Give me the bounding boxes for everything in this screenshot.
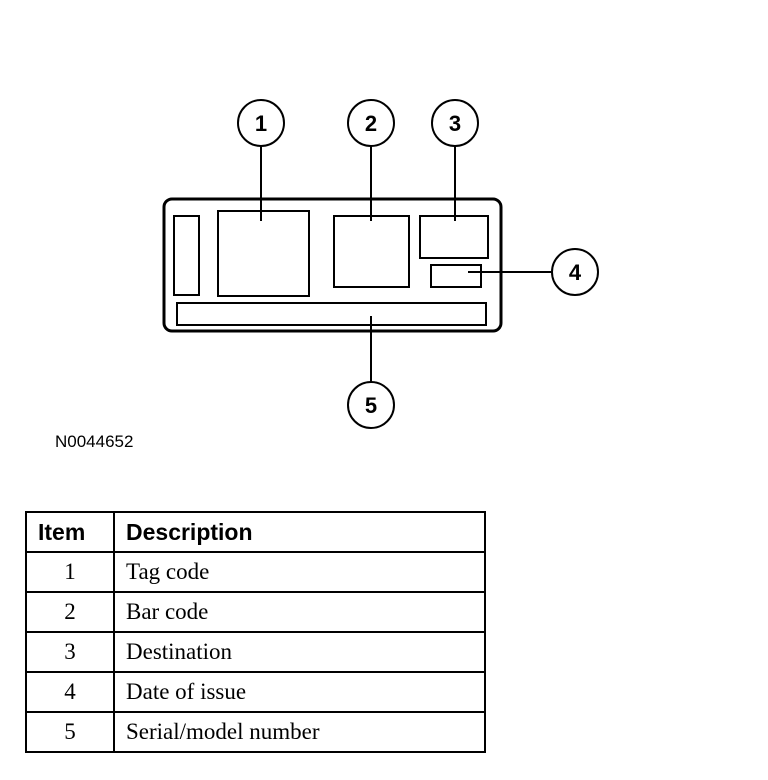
row-item: 5: [25, 711, 115, 753]
callout-label-3: 3: [449, 111, 461, 136]
header-item: Item: [25, 511, 115, 553]
table-row: 3 Destination: [25, 631, 486, 673]
row-item: 1: [25, 551, 115, 593]
row-item: 4: [25, 671, 115, 713]
tag-code-box: [217, 210, 310, 297]
table-row: 2 Bar code: [25, 591, 486, 633]
table-row: 1 Tag code: [25, 551, 486, 593]
callout-circle-4: [551, 248, 599, 296]
row-description: Tag code: [113, 551, 486, 593]
left-narrow-box: [173, 215, 200, 296]
legend-table: Item Description 1 Tag code 2 Bar code 3…: [25, 511, 486, 753]
row-item: 3: [25, 631, 115, 673]
bar-code-box: [333, 215, 410, 288]
row-description: Bar code: [113, 591, 486, 633]
figure-id: N0044652: [55, 432, 134, 451]
serial-number-box: [176, 302, 487, 326]
row-description: Date of issue: [113, 671, 486, 713]
date-of-issue-box: [430, 264, 482, 288]
callout-label-1: 1: [255, 111, 267, 136]
legend-header-row: Item Description: [25, 511, 486, 553]
callout-label-4: 4: [569, 260, 582, 285]
header-description: Description: [113, 511, 486, 553]
table-row: 5 Serial/model number: [25, 711, 486, 753]
callout-circle-5: [347, 381, 395, 429]
row-item: 2: [25, 591, 115, 633]
callout-circle-2: [347, 99, 395, 147]
row-description: Destination: [113, 631, 486, 673]
callout-label-5: 5: [365, 393, 377, 418]
label-outline: [162, 197, 503, 333]
callout-label-2: 2: [365, 111, 377, 136]
destination-box: [419, 215, 489, 259]
callout-circle-1: [237, 99, 285, 147]
table-row: 4 Date of issue: [25, 671, 486, 713]
label-diagram: 1 2 3 4 5: [162, 99, 599, 429]
callout-circle-3: [431, 99, 479, 147]
row-description: Serial/model number: [113, 711, 486, 753]
